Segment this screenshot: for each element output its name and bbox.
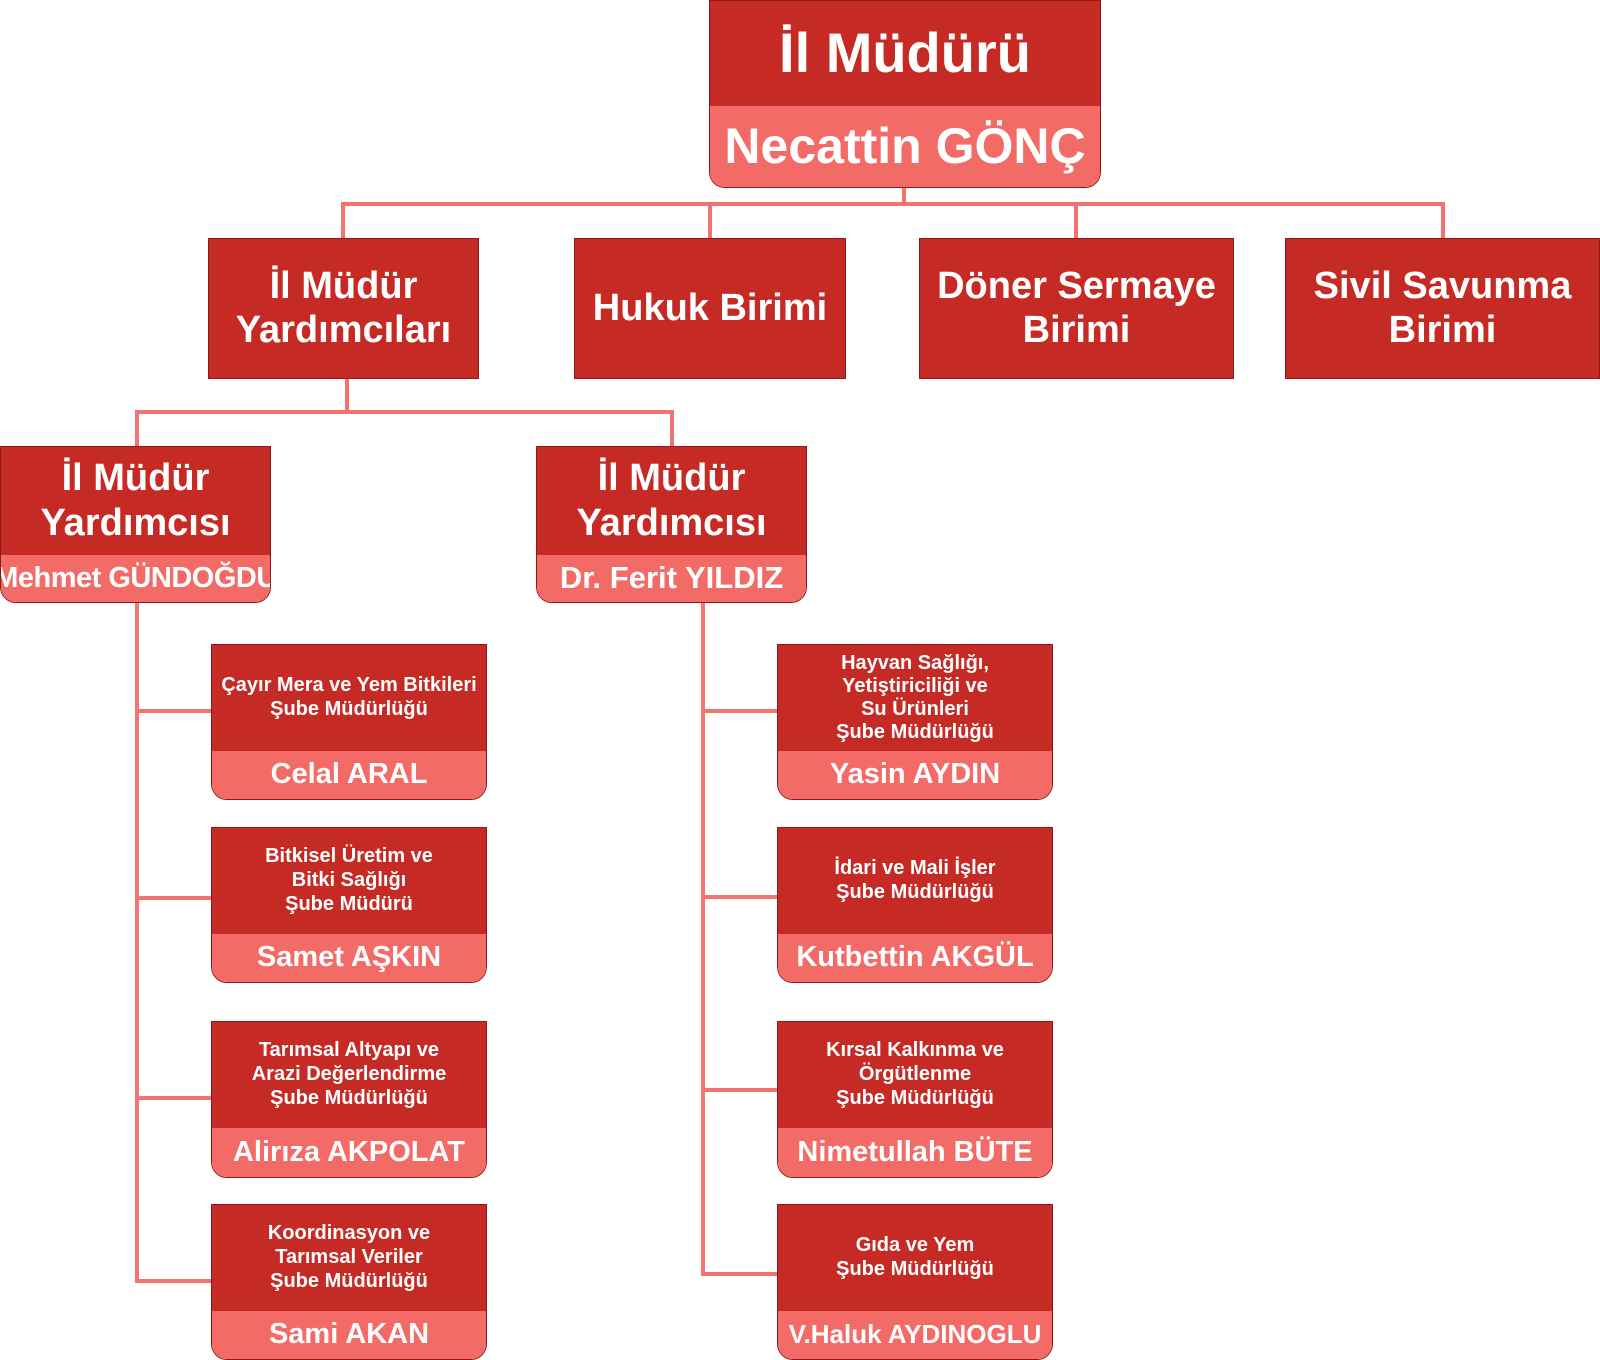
director-name: Necattin GÖNÇ <box>710 105 1100 187</box>
deputy-right-box: İl Müdür Yardımcısı Dr. Ferit YILDIZ <box>536 446 807 603</box>
branch-box: Tarımsal Altyapı ve Arazi Değerlendirme … <box>211 1021 487 1178</box>
branch-manager-name: Alirıza AKPOLAT <box>212 1127 486 1177</box>
branch-manager-name: V.Haluk AYDINOGLU <box>778 1310 1052 1359</box>
branch-box: İdari ve Mali İşler Şube Müdürlüğü Kutbe… <box>777 827 1053 983</box>
branch-title: Koordinasyon ve Tarımsal Veriler Şube Mü… <box>212 1205 486 1311</box>
branch-box: Çayır Mera ve Yem Bitkileri Şube Müdürlü… <box>211 644 487 800</box>
deputy-left-name: Mehmet GÜNDOĞDU <box>1 554 270 602</box>
branch-title: Bitkisel Üretim ve Bitki Sağlığı Şube Mü… <box>212 828 486 934</box>
branch-manager-name: Sami AKAN <box>212 1310 486 1359</box>
unit-civil-defense: Sivil Savunma Birimi <box>1285 238 1600 379</box>
unit-revolving-fund: Döner Sermaye Birimi <box>919 238 1234 379</box>
unit-legal: Hukuk Birimi <box>574 238 846 379</box>
branch-title: Çayır Mera ve Yem Bitkileri Şube Müdürlü… <box>212 645 486 751</box>
director-box: İl Müdürü Necattin GÖNÇ <box>709 0 1101 188</box>
branch-title: İdari ve Mali İşler Şube Müdürlüğü <box>778 828 1052 934</box>
branch-manager-name: Celal ARAL <box>212 750 486 799</box>
branch-box: Koordinasyon ve Tarımsal Veriler Şube Mü… <box>211 1204 487 1360</box>
branch-box: Bitkisel Üretim ve Bitki Sağlığı Şube Mü… <box>211 827 487 983</box>
branch-manager-name: Samet AŞKIN <box>212 933 486 982</box>
deputy-right-title: İl Müdür Yardımcısı <box>537 447 806 555</box>
branch-manager-name: Yasin AYDIN <box>778 750 1052 799</box>
branch-box: Kırsal Kalkınma ve Örgütlenme Şube Müdür… <box>777 1021 1053 1178</box>
deputy-right-name: Dr. Ferit YILDIZ <box>537 554 806 602</box>
branch-manager-name: Kutbettin AKGÜL <box>778 933 1052 982</box>
deputy-left-box: İl Müdür Yardımcısı Mehmet GÜNDOĞDU <box>0 446 271 603</box>
director-title: İl Müdürü <box>710 1 1100 106</box>
branch-box: Gıda ve Yem Şube Müdürlüğü V.Haluk AYDIN… <box>777 1204 1053 1360</box>
branch-manager-name: Nimetullah BÜTE <box>778 1127 1052 1177</box>
branch-box: Hayvan Sağlığı, Yetiştiriciliği ve Su Ür… <box>777 644 1053 800</box>
unit-deputies: İl Müdür Yardımcıları <box>208 238 479 379</box>
branch-title: Tarımsal Altyapı ve Arazi Değerlendirme … <box>212 1022 486 1128</box>
deputy-left-title: İl Müdür Yardımcısı <box>1 447 270 555</box>
branch-title: Hayvan Sağlığı, Yetiştiriciliği ve Su Ür… <box>778 645 1052 751</box>
branch-title: Gıda ve Yem Şube Müdürlüğü <box>778 1205 1052 1311</box>
branch-title: Kırsal Kalkınma ve Örgütlenme Şube Müdür… <box>778 1022 1052 1128</box>
